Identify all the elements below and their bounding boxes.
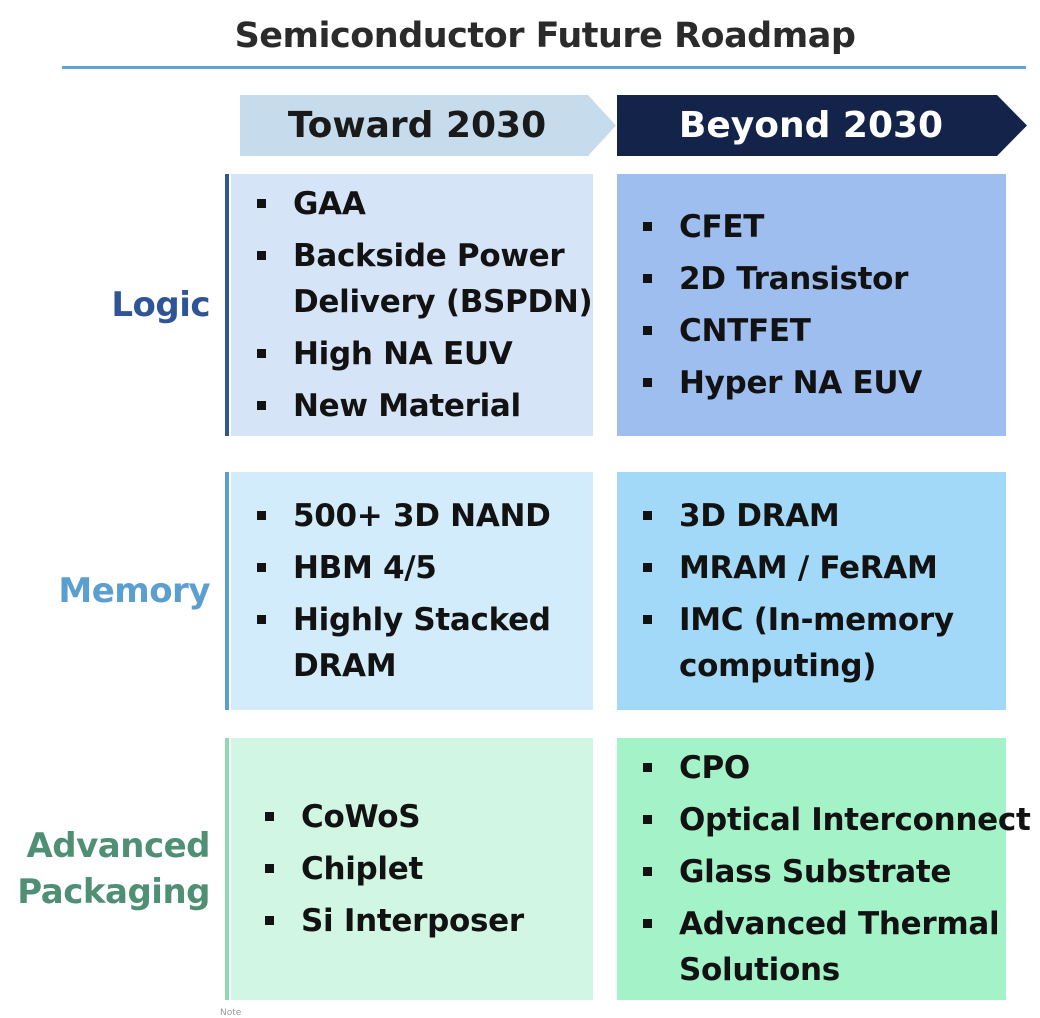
list-item-text: GAA: [293, 186, 366, 222]
row-label-line: Advanced: [26, 826, 210, 866]
list-item-text: HBM 4/5: [293, 550, 437, 586]
list-item: 3D DRAM: [631, 493, 1006, 539]
list-item: MRAM / FeRAM: [631, 545, 1006, 591]
page-title: Semiconductor Future Roadmap: [234, 16, 856, 56]
bullet-list: 3D DRAM MRAM / FeRAM IMC (In-memory computi…: [631, 493, 1006, 689]
row-label-line: Packaging: [17, 872, 210, 912]
list-item-text: 2D Transistor: [679, 261, 909, 297]
row-label-logic: Logic: [111, 282, 210, 328]
list-item: HBM 4/5: [245, 545, 593, 591]
list-item-text: Hyper NA EUV: [679, 365, 922, 401]
list-item: Si Interposer: [253, 898, 593, 944]
square-bullet-icon: [643, 563, 652, 572]
list-item: CFET: [631, 204, 1006, 250]
list-item-text: IMC (In-memory: [679, 602, 954, 638]
list-item-text: DRAM: [293, 648, 397, 684]
list-item: Glass Substrate: [631, 849, 1006, 895]
square-bullet-icon: [643, 815, 652, 824]
list-item: IMC (In-memory computing): [631, 597, 1006, 689]
list-item-text: New Material: [293, 388, 521, 424]
square-bullet-icon: [643, 511, 652, 520]
list-item-text: High NA EUV: [293, 336, 513, 372]
square-bullet-icon: [257, 615, 266, 624]
column-header-label: Beyond 2030: [678, 105, 944, 146]
square-bullet-icon: [265, 864, 274, 873]
square-bullet-icon: [643, 326, 652, 335]
list-item-text: CNTFET: [679, 313, 811, 349]
square-bullet-icon: [265, 812, 274, 821]
list-item-text: Glass Substrate: [679, 854, 952, 890]
list-item-text: Advanced Thermal: [679, 906, 1000, 942]
list-item-text: CPO: [679, 750, 750, 786]
square-bullet-icon: [643, 919, 652, 928]
list-item: New Material: [245, 383, 593, 429]
row-accent-bar: [225, 738, 229, 1000]
list-item-text: MRAM / FeRAM: [679, 550, 938, 586]
row-label-line: Logic: [111, 285, 210, 325]
list-item: GAA: [245, 181, 593, 227]
square-bullet-icon: [257, 401, 266, 410]
square-bullet-icon: [643, 378, 652, 387]
list-item-text: computing): [679, 648, 877, 684]
square-bullet-icon: [257, 349, 266, 358]
square-bullet-icon: [643, 274, 652, 283]
list-item-text: 500+ 3D NAND: [293, 498, 551, 534]
list-item: Hyper NA EUV: [631, 360, 1006, 406]
list-item: Chiplet: [253, 846, 593, 892]
list-item-text: Delivery (BSPDN): [293, 284, 593, 320]
list-item-text: CoWoS: [301, 799, 421, 835]
list-item-text: Backside Power: [293, 238, 565, 274]
list-item-text: Chiplet: [301, 851, 424, 887]
square-bullet-icon: [643, 763, 652, 772]
cell-advanced-packaging-toward-2030: CoWoS Chiplet Si Interposer: [231, 738, 593, 1000]
bullet-list: CoWoS Chiplet Si Interposer: [253, 794, 593, 944]
list-item: CoWoS: [253, 794, 593, 840]
list-item-text: 3D DRAM: [679, 498, 840, 534]
square-bullet-icon: [643, 615, 652, 624]
footnote: Note: [220, 1008, 242, 1018]
square-bullet-icon: [257, 563, 266, 572]
row-accent-bar: [225, 174, 229, 436]
square-bullet-icon: [257, 251, 266, 260]
list-item: High NA EUV: [245, 331, 593, 377]
list-item-text: CFET: [679, 209, 765, 245]
column-header-beyond-2030: Beyond 2030: [617, 95, 1027, 156]
list-item: 500+ 3D NAND: [245, 493, 593, 539]
list-item: Optical Interconnect: [631, 797, 1031, 843]
list-item-text: Si Interposer: [301, 903, 524, 939]
cell-memory-beyond-2030: 3D DRAM MRAM / FeRAM IMC (In-memory computi…: [617, 472, 1006, 710]
title-divider: [62, 66, 1026, 69]
row-accent-bar: [225, 472, 229, 710]
square-bullet-icon: [265, 916, 274, 925]
row-label-line: Memory: [58, 571, 210, 611]
column-header-toward-2030: Toward 2030: [240, 95, 616, 156]
square-bullet-icon: [257, 511, 266, 520]
list-item: CNTFET: [631, 308, 1006, 354]
square-bullet-icon: [257, 199, 266, 208]
column-header-label: Toward 2030: [287, 105, 547, 146]
list-item: 2D Transistor: [631, 256, 1006, 302]
list-item-text: Solutions: [679, 952, 840, 988]
square-bullet-icon: [643, 222, 652, 231]
row-label-memory: Memory: [58, 568, 210, 614]
list-item-text: Highly Stacked: [293, 602, 551, 638]
list-item-text: Optical Interconnect: [679, 802, 1031, 838]
list-item: CPO: [631, 745, 1006, 791]
square-bullet-icon: [643, 867, 652, 876]
